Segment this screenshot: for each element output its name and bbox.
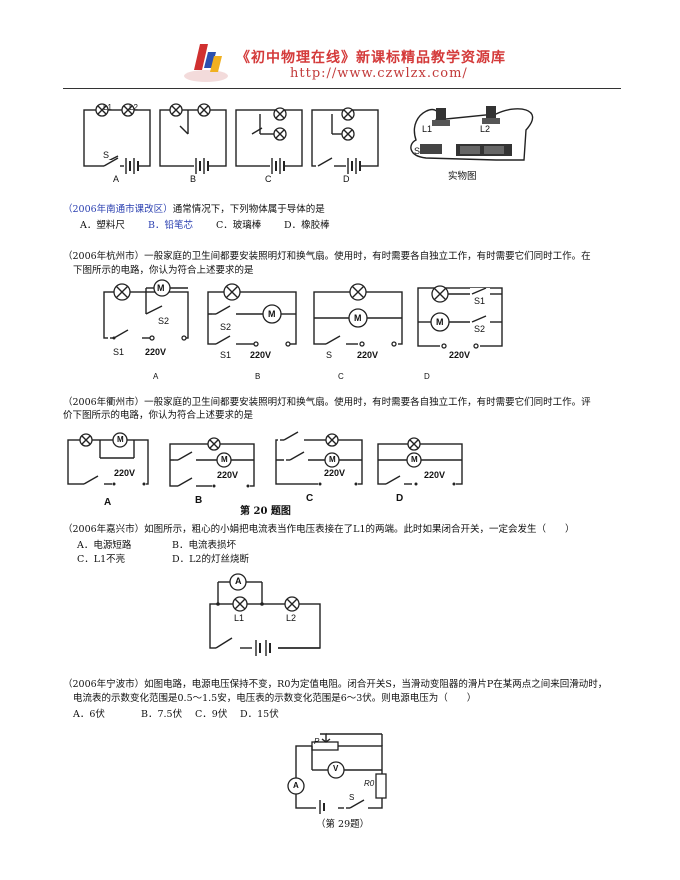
q5-option-a[interactable]: A．6伏 xyxy=(73,709,105,720)
q2-line-2: 下图所示的电路，你认为符合上述要求的是 xyxy=(73,265,254,276)
q1-option-d[interactable]: D．橡胶棒 xyxy=(284,220,330,231)
q2-line-1: （2006年杭州市）一般家庭的卫生间都要安装照明灯和换气扇。使用时，有时需要各自… xyxy=(63,251,591,262)
q2-d-s1: S1 xyxy=(474,296,486,306)
q2-b-220v: 220V xyxy=(250,350,272,360)
q3-line-2: 价下图所示的电路，你认为符合上述要求的是 xyxy=(63,410,254,421)
fig-a-l2: L2 xyxy=(129,103,138,112)
q5-option-b[interactable]: B．7.5伏 xyxy=(141,709,183,720)
q3-label-c: C xyxy=(306,493,314,504)
q5-option-d[interactable]: D．15伏 xyxy=(240,709,279,720)
top-circuit-d xyxy=(311,107,379,174)
q1-option-c[interactable]: C．玻璃棒 xyxy=(216,220,262,231)
q3-a-motor: M xyxy=(117,435,124,444)
q1-text: 通常情况下，下列物体属于导体的是 xyxy=(172,204,325,215)
header-title: 《初中物理在线》新课标精品教学资源库 xyxy=(236,50,506,66)
q3-circuit-d xyxy=(377,437,463,490)
q5-line-2: 电流表的示数变化范围是0.5～1.5安，电压表的示数变化范围是6～3伏。则电源电… xyxy=(73,693,477,704)
site-logo xyxy=(178,38,234,84)
q3-a-220v: 220V xyxy=(114,468,136,478)
q3-b-220v: 220V xyxy=(217,470,239,480)
q3-label-d: D xyxy=(396,493,404,504)
q3-caption: 第 20 题图 xyxy=(240,506,291,517)
q4-option-d[interactable]: D．L2的灯丝烧断 xyxy=(172,554,249,565)
fig-top-caption: 实物图 xyxy=(448,171,477,182)
q2-circuit-b xyxy=(207,283,297,350)
q3-label-a: A xyxy=(104,497,112,508)
q3-circuit-a xyxy=(67,432,149,490)
fig-top-label-d: D xyxy=(343,174,350,184)
q2-d-s2: S2 xyxy=(474,324,486,334)
q4-ammeter-label: A xyxy=(235,576,242,586)
q2-label-b: B xyxy=(255,372,261,381)
top-circuit-a xyxy=(83,103,151,174)
q2-c-motor: M xyxy=(354,313,362,323)
q3-label-b: B xyxy=(195,495,203,506)
fig-real-l1: L1 xyxy=(422,124,433,134)
q4-line-1: （2006年嘉兴市）如图所示，粗心的小娟把电流表当作电压表接在了L1的两端。此时… xyxy=(63,524,575,535)
q2-label-d: D xyxy=(424,372,430,381)
q2-a-s2: S2 xyxy=(158,316,170,326)
top-circuits-figure xyxy=(83,103,534,174)
q2-label-a: A xyxy=(153,372,159,381)
q2-a-s1: S1 xyxy=(113,347,125,357)
fig-a-s: S xyxy=(103,150,110,160)
fig-top-label-a: A xyxy=(113,174,120,184)
q3-circuit-c xyxy=(275,431,363,490)
q5-circuit xyxy=(287,733,387,814)
q2-c-s: S xyxy=(326,350,333,360)
q3-b-motor: M xyxy=(221,455,228,464)
fig-top-label-b: B xyxy=(190,174,197,184)
q5-caption: （第 29题） xyxy=(316,819,370,830)
q1-source: （2006年南通市课改区） xyxy=(63,204,173,215)
q2-a-220v: 220V xyxy=(145,347,167,357)
fig-real-s: S xyxy=(414,146,421,156)
q2-circuit-d xyxy=(417,285,503,352)
top-circuit-b xyxy=(159,103,227,174)
q5-voltmeter-label: V xyxy=(333,764,339,773)
q4-l2: L2 xyxy=(286,613,297,623)
q4-option-a[interactable]: A．电源短路 xyxy=(77,540,132,551)
q5-r0-label: R0 xyxy=(364,779,375,788)
q2-a-motor: M xyxy=(157,283,165,293)
top-circuit-c xyxy=(235,107,303,174)
header-url[interactable]: http://www.czwlzx.com/ xyxy=(290,66,468,81)
q1-option-a[interactable]: A．塑料尺 xyxy=(80,220,125,231)
header-divider xyxy=(63,88,621,89)
q5-line-1: （2006年宁波市）如图电路，电源电压保持不变，R0为定值电阻。闭合开关S，当滑… xyxy=(63,679,608,690)
q2-d-motor: M xyxy=(436,317,444,327)
q1-line: （2006年南通市课改区）通常情况下，下列物体属于导体的是 xyxy=(63,203,325,216)
q5-ammeter-label: A xyxy=(293,781,299,790)
q4-option-c[interactable]: C．L1不亮 xyxy=(77,554,126,565)
fig-real-l2: L2 xyxy=(480,124,491,134)
q2-c-220v: 220V xyxy=(357,350,379,360)
q3-d-motor: M xyxy=(411,455,418,464)
real-object-drawing xyxy=(410,106,534,161)
fig-top-label-c: C xyxy=(265,174,272,184)
q3-c-motor: M xyxy=(329,455,336,464)
logo-graphic xyxy=(184,44,228,82)
q3-circuit-b xyxy=(169,437,255,492)
q5-p-label: P xyxy=(314,737,320,746)
q1-option-b[interactable]: B．铅笔芯 xyxy=(148,220,193,231)
q3-line-1: （2006年衢州市）一般家庭的卫生间都要安装照明灯和换气扇。使用时，有时需要各自… xyxy=(63,397,591,408)
q2-label-c: C xyxy=(338,372,344,381)
q2-circuits-figure xyxy=(103,279,503,352)
q3-c-220v: 220V xyxy=(324,468,346,478)
q3-d-220v: 220V xyxy=(424,470,446,480)
q2-circuit-a xyxy=(103,279,189,344)
q2-d-220v: 220V xyxy=(449,350,471,360)
q2-b-s1: S1 xyxy=(220,350,232,360)
q2-circuit-c xyxy=(313,283,403,350)
fig-a-l1: L1 xyxy=(103,103,112,112)
q5-s-label: S xyxy=(349,793,355,802)
q4-circuit xyxy=(209,573,321,656)
q3-circuits-figure xyxy=(67,431,463,492)
q2-b-s2: S2 xyxy=(220,322,232,332)
q4-l1: L1 xyxy=(234,613,245,623)
q2-b-motor: M xyxy=(268,309,276,319)
q4-option-b[interactable]: B．电流表损坏 xyxy=(172,540,236,551)
q5-option-c[interactable]: C．9伏 xyxy=(195,709,228,720)
